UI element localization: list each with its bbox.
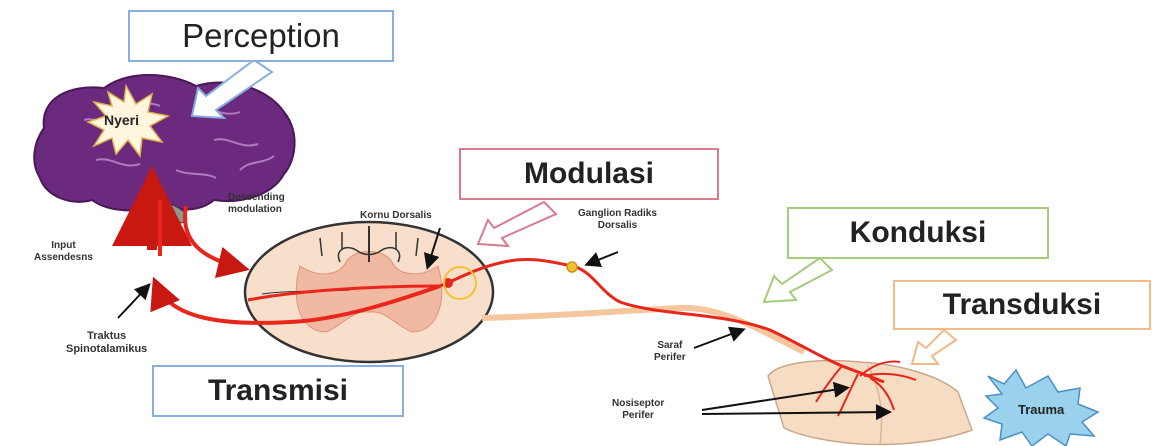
tissue-block bbox=[767, 359, 973, 446]
nerve-pathway bbox=[112, 166, 917, 417]
traktus-spinotalamikus-label: Traktus Spinotalamikus bbox=[66, 330, 147, 356]
traktus-line-1: Traktus bbox=[87, 330, 127, 342]
perception-box: Perception bbox=[128, 10, 394, 62]
trauma-starburst bbox=[982, 368, 1100, 446]
descending-line-1: Descending bbox=[228, 192, 285, 203]
kornu-dorsalis-label: Kornu Dorsalis bbox=[360, 210, 432, 221]
ganglion-radiks-label: Ganglion Radiks Dorsalis bbox=[578, 208, 657, 232]
transmisi-box: Transmisi bbox=[152, 365, 404, 417]
ganglion-line-1: Ganglion Radiks bbox=[578, 208, 657, 219]
nosiseptor-line-1: Nosiseptor bbox=[612, 398, 665, 409]
input-line-2: Assendesns bbox=[34, 252, 93, 263]
input-line-1: Input bbox=[51, 240, 76, 251]
input-assendesns-label: Input Assendesns bbox=[34, 240, 93, 264]
annotation-pointers bbox=[117, 227, 892, 421]
descending-line-2: modulation bbox=[228, 204, 282, 215]
trauma-label: Trauma bbox=[1018, 402, 1065, 417]
transduksi-pointer-arrow bbox=[910, 328, 958, 365]
modulasi-box: Modulasi bbox=[459, 148, 719, 200]
descending-modulation-label: Descending modulation bbox=[228, 192, 285, 216]
nerve-branch bbox=[481, 304, 806, 355]
transduksi-box: Transduksi bbox=[893, 280, 1151, 330]
konduksi-pointer-arrow bbox=[762, 256, 834, 304]
nosiseptor-perifer-label: Nosiseptor Perifer bbox=[612, 398, 664, 422]
modulasi-pointer-arrow bbox=[476, 200, 558, 248]
nosiseptor-line-2: Perifer bbox=[622, 410, 654, 421]
perception-pointer-arrow bbox=[190, 58, 274, 120]
saraf-line-2: Perifer bbox=[654, 352, 686, 363]
saraf-line-1: Saraf bbox=[657, 340, 683, 351]
spinal-cord-cross-section bbox=[243, 220, 495, 364]
traktus-line-2: Spinotalamikus bbox=[66, 343, 148, 355]
nyeri-starburst bbox=[86, 83, 171, 158]
nyeri-label: Nyeri bbox=[104, 112, 140, 128]
ganglion-line-2: Dorsalis bbox=[597, 220, 638, 231]
konduksi-box: Konduksi bbox=[787, 207, 1049, 259]
saraf-perifer-label: Saraf Perifer bbox=[654, 340, 686, 364]
